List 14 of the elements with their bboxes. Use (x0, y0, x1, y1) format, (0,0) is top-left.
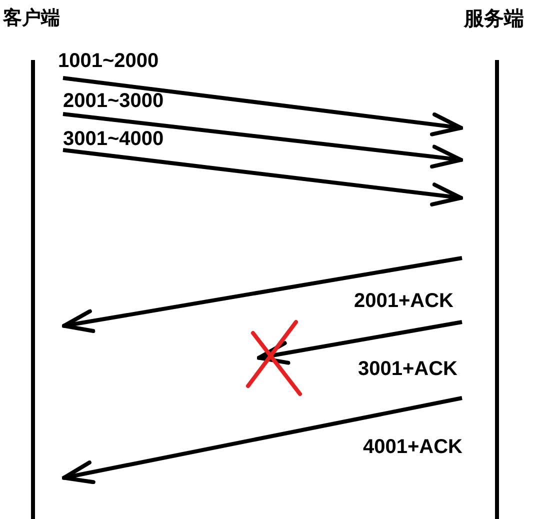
edge-label: 2001~3000 (63, 90, 164, 112)
edge-label: 2001+ACK (354, 290, 454, 312)
participant-label: 服务端 (464, 8, 524, 30)
arrow (62, 256, 462, 333)
arrow (62, 76, 463, 136)
participant-label: 客户端 (3, 8, 60, 30)
arrow (62, 148, 463, 206)
arrow (62, 396, 462, 484)
edge-label: 3001~4000 (63, 128, 164, 150)
edge-label: 1001~2000 (58, 50, 159, 72)
edge-label: 3001+ACK (358, 358, 458, 380)
edge-label: 4001+ACK (363, 436, 463, 458)
arrow (256, 320, 462, 365)
arrow (62, 112, 463, 169)
